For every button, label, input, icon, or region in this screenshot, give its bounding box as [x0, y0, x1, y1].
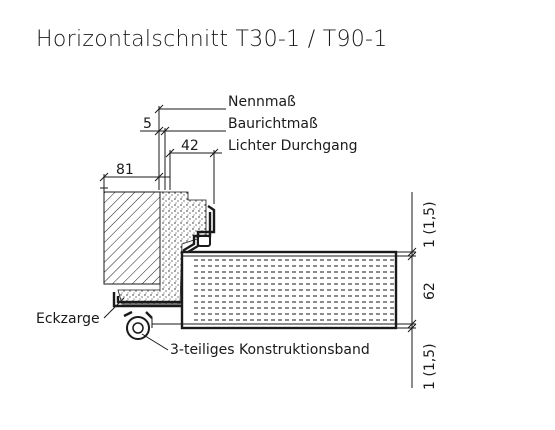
- leader-eckzarge: [103, 297, 125, 319]
- label-eckzarge: Eckzarge: [36, 311, 100, 327]
- tick-baurichtmass: [154, 126, 170, 136]
- mortar-fill: [117, 191, 207, 305]
- dim-right-extension-lines: [396, 251, 416, 329]
- page-title: Horizontalschnitt T30-1 / T90-1: [36, 27, 388, 52]
- door-leaf-core-lines: [194, 259, 394, 321]
- leader-band: [141, 333, 169, 351]
- dim-right-top: 1 (1,5): [422, 201, 438, 248]
- wall-hatched: [103, 191, 161, 285]
- tick-lichter-durchgang: [165, 148, 219, 158]
- tick-nennmass: [154, 104, 164, 114]
- dim-right-bottom: 1 (1,5): [422, 343, 438, 390]
- label-lichter-durchgang: Lichter Durchgang: [228, 138, 357, 154]
- hinge-arms: [123, 310, 153, 319]
- label-band: 3-teiliges Konstruktionsband: [170, 342, 370, 358]
- tick-81: [99, 172, 164, 182]
- dim-extension-lines: [103, 106, 215, 204]
- label-baurichtmass: Baurichtmaß: [228, 116, 318, 132]
- label-nennmass: Nennmaß: [228, 94, 296, 110]
- frame-seal: [197, 235, 211, 247]
- dim-42: 42: [181, 138, 199, 154]
- dim-62: 62: [422, 282, 438, 300]
- dim-81: 81: [116, 162, 134, 178]
- dim-5: 5: [143, 116, 152, 132]
- tick-right: [407, 247, 417, 333]
- hinge-inner-circle: [132, 322, 144, 334]
